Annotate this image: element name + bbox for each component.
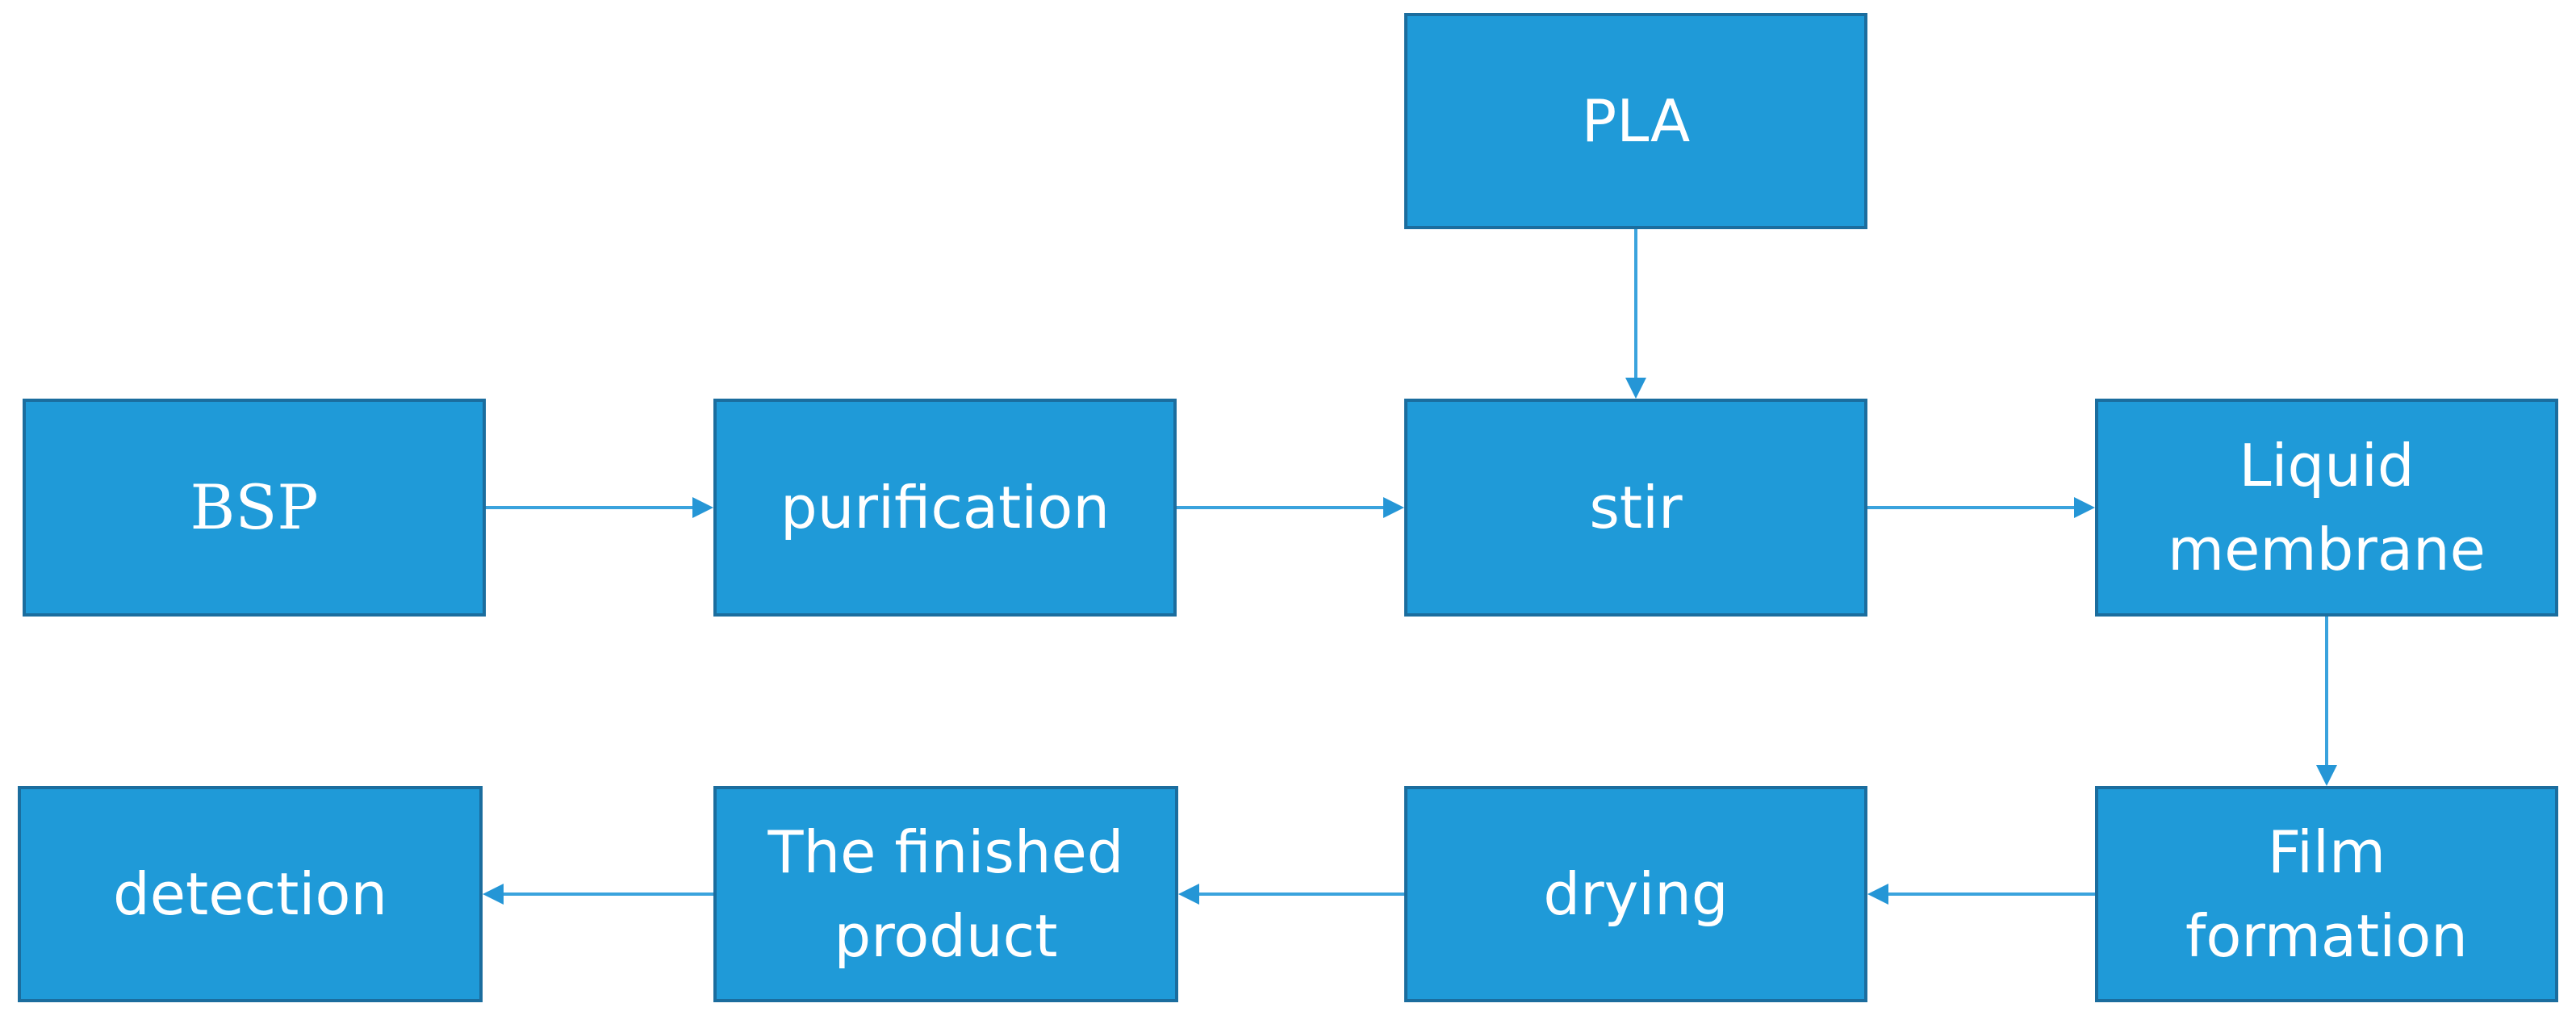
node-finished-product-label-line1: The finished [767,818,1124,886]
node-stir: stir [1404,399,1867,617]
node-drying-label: drying [1543,860,1729,928]
node-liquid-membrane: Liquid membrane [2095,399,2558,617]
arrow-purification-to-stir [1177,497,1404,518]
arrow-bsp-to-purification [486,497,713,518]
arrow-pla-to-stir [1625,229,1646,399]
node-liquid-membrane-label-line1: Liquid [2239,432,2415,500]
node-pla: PLA [1404,13,1867,229]
node-stir-label: stir [1589,474,1683,541]
node-pla-label: PLA [1581,87,1691,155]
arrow-film-formation-to-drying [1867,884,2095,905]
node-bsp-label: BSP [190,471,319,543]
node-detection: detection [18,786,483,1002]
arrow-stir-to-liquid-membrane [1867,497,2095,518]
node-detection-label: detection [112,860,388,928]
node-purification-label: purification [780,474,1110,541]
node-bsp: BSP [23,399,486,617]
arrow-drying-to-finished-product [1178,884,1404,905]
node-finished-product-label-line2: product [834,902,1058,970]
node-drying: drying [1404,786,1867,1002]
node-film-formation: Film formation [2095,786,2558,1002]
arrow-liquid-membrane-to-film-formation [2316,617,2337,786]
arrow-finished-product-to-detection [483,884,713,905]
node-purification: purification [713,399,1177,617]
node-finished-product: The finished product [713,786,1178,1002]
node-film-formation-label-line2: formation [2185,902,2468,970]
node-liquid-membrane-label-line2: membrane [2168,516,2486,583]
node-film-formation-label-line1: Film [2267,818,2386,886]
